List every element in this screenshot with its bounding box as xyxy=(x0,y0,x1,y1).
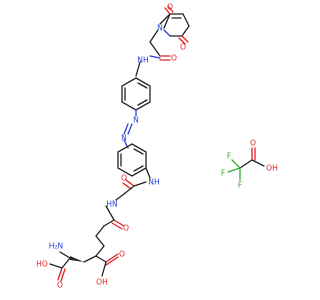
amide2-nh-label: NH xyxy=(148,178,159,187)
acid2-o-label: O xyxy=(119,250,125,259)
molecule-structure-diagram: O N O O NH N N O NH HN O H₂N HO O O OH O… xyxy=(36,3,278,290)
azo-n1-label: N xyxy=(133,116,139,125)
tfa-o-label: O xyxy=(250,139,256,148)
maleimide-o-top-label: O xyxy=(167,3,173,12)
amide3-o-label: O xyxy=(123,224,129,233)
maleimide-ring xyxy=(159,13,190,37)
azo-n2-label: N xyxy=(121,134,127,143)
acid1-oh-label: HO xyxy=(36,260,48,269)
benzene-ring-lower xyxy=(117,143,147,177)
tfa-f2-label: F xyxy=(221,169,225,178)
acid2-oh-label: OH xyxy=(96,278,108,287)
tfa-f1-label: F xyxy=(227,152,231,161)
maleimide-o-bottom-label: O xyxy=(180,43,186,52)
maleimide-n-label: N xyxy=(157,24,163,33)
amine-h2n-label: H₂N xyxy=(49,242,63,251)
tfa-oh-label: OH xyxy=(266,164,278,173)
amide1-nh-label: NH xyxy=(137,56,148,65)
amide1-o-label: O xyxy=(171,54,177,63)
amide2-o-label: O xyxy=(121,174,127,183)
tfa-f3-label: F xyxy=(238,181,242,190)
trifluoroacetic-acid xyxy=(227,147,265,181)
acid1-o-label: O xyxy=(57,281,63,290)
atom-labels: O N O O NH N N O NH HN O H₂N HO O O OH O… xyxy=(36,3,278,290)
amide3-hn-label: HN xyxy=(106,200,117,209)
benzene-ring-upper xyxy=(121,77,151,111)
